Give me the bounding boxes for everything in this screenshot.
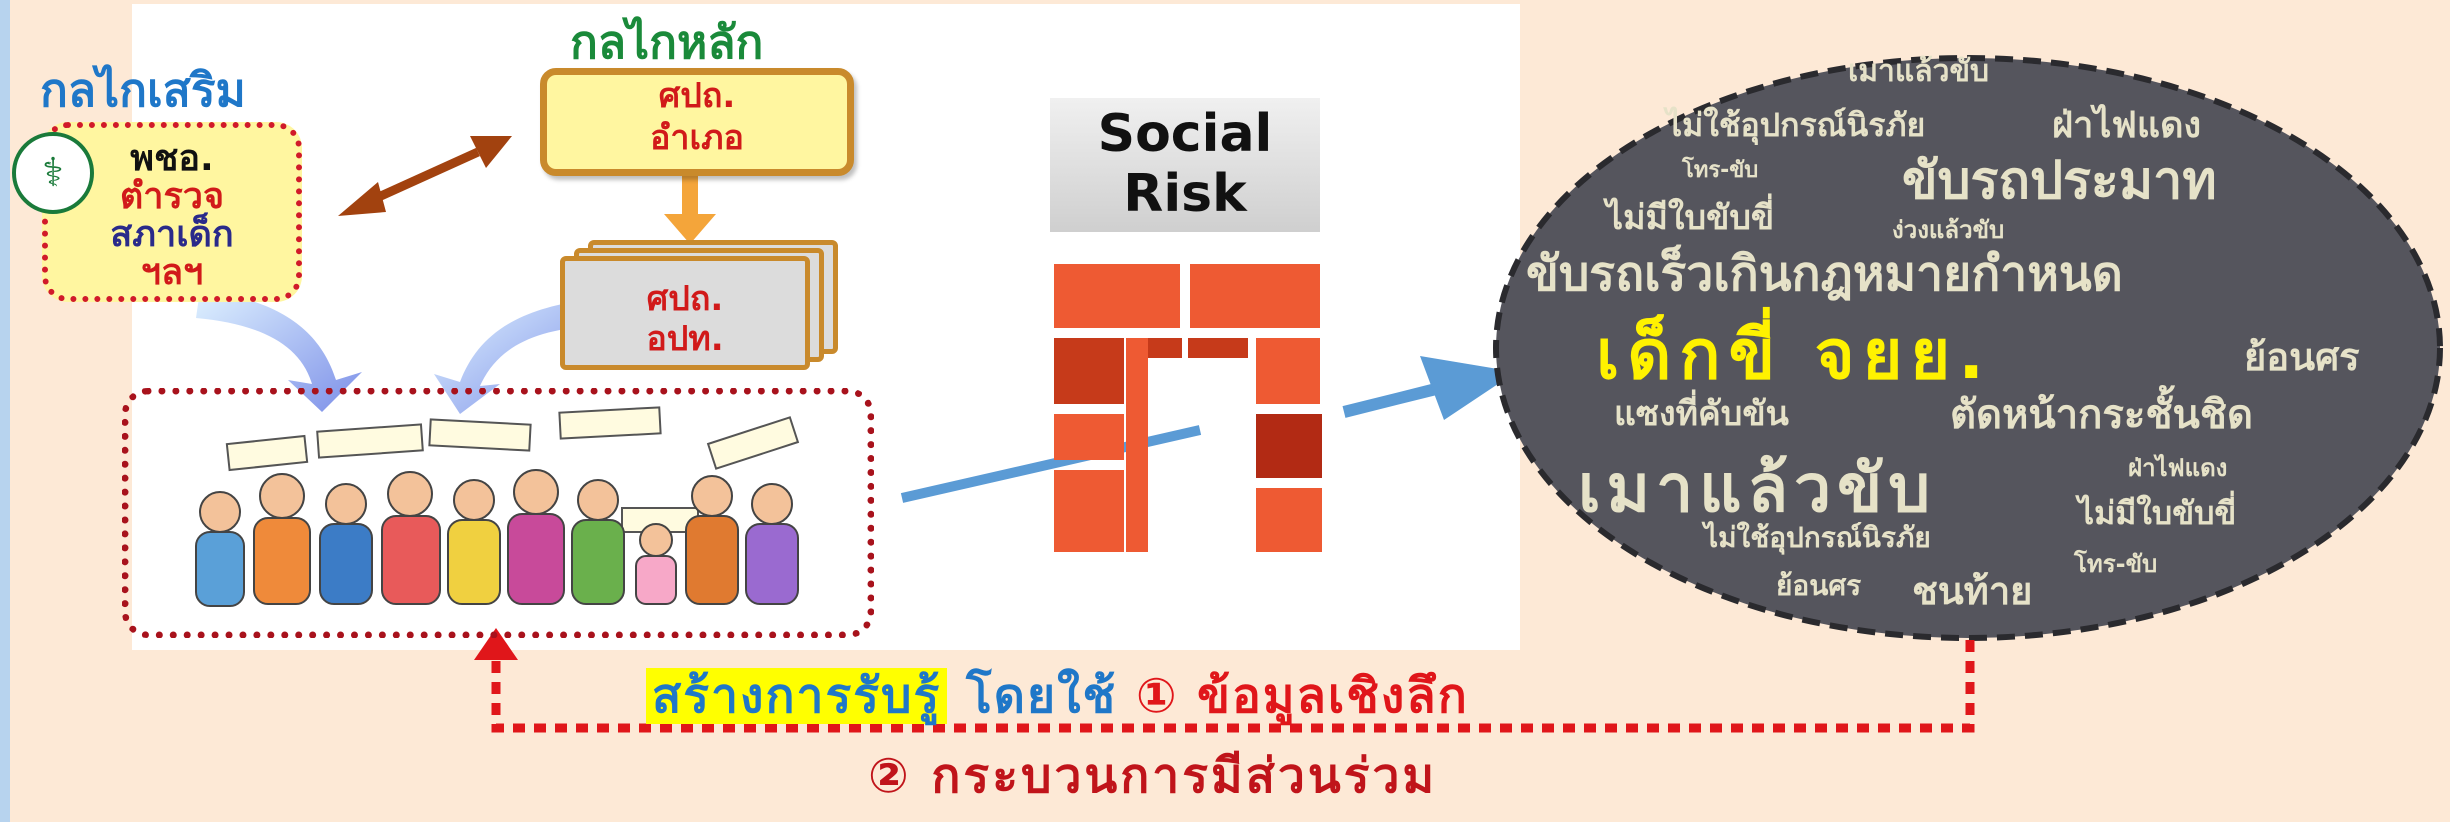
down-arrow-icon (664, 172, 716, 244)
district-center-line2: อำเภอ (650, 118, 744, 158)
social-risk-line2: Risk (1123, 164, 1247, 224)
district-center-line1: ศปถ. (658, 76, 736, 116)
right-arrow-icon (900, 356, 1516, 503)
support-line2: ตำรวจ (119, 176, 225, 217)
main-mechanism-heading: กลไกหลัก (570, 15, 764, 69)
curved-arrow-right-icon (434, 300, 592, 414)
cloud-word: ไม่มีใบขับขี่ (2078, 494, 2237, 532)
by-using-text: โดยใช้ (966, 668, 1118, 724)
social-risk-label: Social Risk (1050, 98, 1320, 232)
participation-item: ② กระบวนการมีส่วนร่วม (868, 748, 1438, 804)
cloud-word: เมาแล้วขับ (1578, 450, 1937, 527)
insight-data-item: ① ข้อมูลเชิงลึก (1135, 668, 1469, 724)
risk-word-cloud (1493, 55, 2443, 641)
awareness-highlight: สร้างการรับรู้ (646, 668, 948, 724)
cloud-word: ไม่มีใบขับขี่ (1606, 198, 1775, 238)
support-line1: พชอ. (130, 138, 214, 179)
cloud-word: ชนท้าย (1912, 569, 2033, 613)
doc-page-front: ศปถ. อปท. (560, 256, 810, 370)
cloud-word: แซงที่คับขัน (1614, 394, 1789, 434)
brick-letter-icon (1054, 264, 1322, 552)
doc-line2: อปท. (646, 319, 724, 359)
district-center-box: ศปถ. อำเภอ (540, 68, 854, 176)
ministry-emblem-icon: ⚕ (12, 132, 94, 214)
cloud-word-highlight: เด็กขี่ จยย. (1596, 316, 1993, 395)
doc-line1: ศปถ. (646, 279, 724, 319)
supporting-mechanism-heading: กลไกเสริม (40, 63, 246, 117)
cloud-word: ขับรถประมาท (1902, 151, 2217, 211)
people-illustration (195, 406, 800, 607)
curved-arrow-left-icon (196, 290, 362, 412)
support-line4: ฯลฯ (140, 252, 204, 293)
double-arrow-icon (338, 136, 512, 216)
cloud-word: ฝ่าไฟแดง (2052, 105, 2202, 146)
feedback-loop-arrow (474, 628, 1975, 733)
cloud-word: ง่วงแล้วขับ (1892, 216, 2005, 244)
social-risk-line1: Social (1097, 104, 1273, 164)
cloud-word: ฝ่าไฟแดง (2128, 454, 2228, 482)
community-group-frame (122, 388, 874, 638)
cloud-word: ตัดหน้ากระชั้นชิด (1950, 392, 2253, 438)
cloud-word: โทร-ขับ (2074, 550, 2158, 578)
cloud-word: โทร-ขับ (1682, 158, 1759, 183)
cloud-word: ไม่ใช้อุปกรณ์นิรภัย (1666, 106, 1926, 144)
left-edge-strip (0, 0, 10, 822)
cloud-word: ย้อนศร (2244, 335, 2360, 379)
cloud-word: ไม่ใช้อุปกรณ์นิรภัย (1704, 521, 1931, 554)
awareness-caption: สร้างการรับรู้ โดยใช้ ① ข้อมูลเชิงลึก (646, 658, 1469, 734)
local-admin-doc-stack: ศปถ. อปท. (560, 240, 838, 370)
cloud-word: ขับรถเร็วเกินกฎหมายกำหนด (1526, 246, 2123, 302)
cloud-word: เมาแล้วขับ (1848, 54, 1989, 89)
support-line3: สภาเด็ก (110, 214, 234, 255)
cloud-word: ย้อนศร (1776, 569, 1862, 602)
